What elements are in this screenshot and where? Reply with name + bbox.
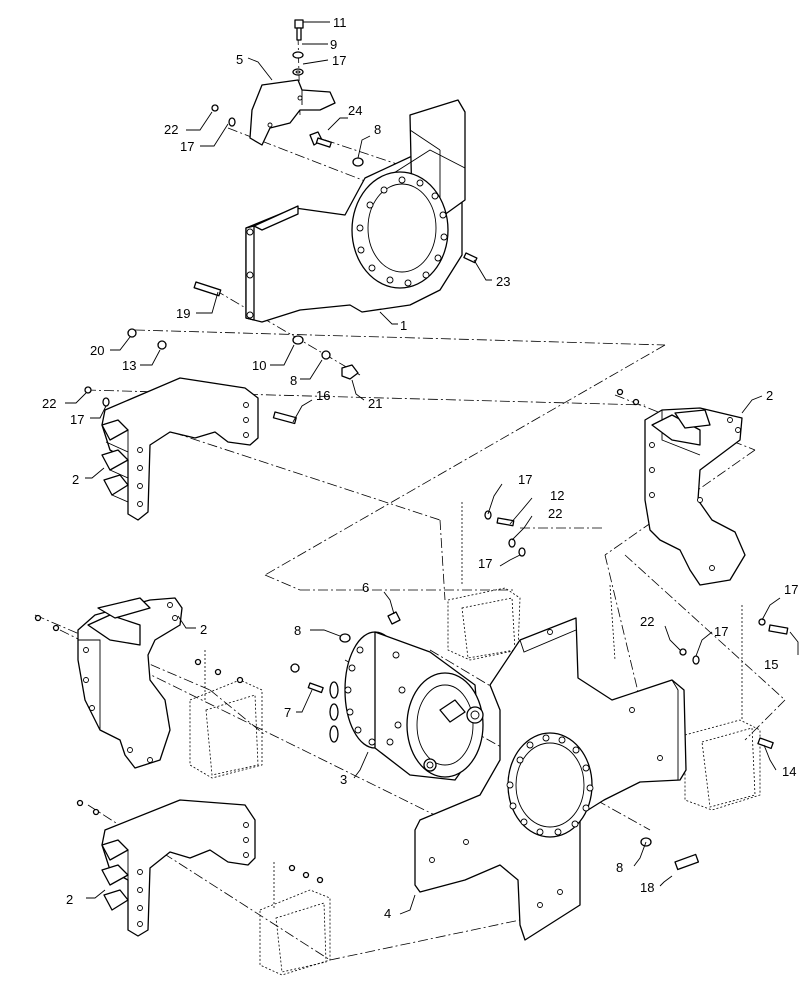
callout-17: 17 [70, 412, 84, 427]
callout-7: 7 [284, 705, 291, 720]
callout-2: 2 [200, 622, 207, 637]
phantom-hardware [194, 510, 789, 884]
leader-lines [65, 21, 799, 915]
side-bracket-lower-left [76, 799, 256, 937]
hardware-middle [127, 281, 359, 380]
callout-17: 17 [332, 53, 346, 68]
callout-16: 16 [316, 388, 330, 403]
callout-22: 22 [640, 614, 654, 629]
callout-2: 2 [72, 472, 79, 487]
drive-plate [414, 617, 700, 941]
callout-11: 11 [333, 15, 347, 30]
callout-1: 1 [400, 318, 407, 333]
callout-8: 8 [616, 860, 623, 875]
callout-5: 5 [236, 52, 243, 67]
callout-23: 23 [496, 274, 510, 289]
side-bracket-upper-right [616, 388, 746, 586]
callout-6: 6 [362, 580, 369, 595]
callout-8: 8 [374, 122, 381, 137]
callout-20: 20 [90, 343, 104, 358]
callout-3: 3 [340, 772, 347, 787]
callout-22: 22 [548, 506, 562, 521]
callout-17: 17 [784, 582, 798, 597]
bolt-stack-top [292, 19, 304, 76]
callout-13: 13 [122, 358, 136, 373]
callout-12: 12 [550, 488, 564, 503]
callout-8: 8 [294, 623, 301, 638]
callout-2: 2 [66, 892, 73, 907]
callout-10: 10 [252, 358, 266, 373]
callout-17: 17 [518, 472, 532, 487]
motor-mount-bracket [245, 99, 466, 323]
cover-bracket [249, 79, 336, 146]
side-bracket-middle-left [34, 597, 183, 769]
side-bracket-upper-left [84, 377, 297, 521]
callout-17: 17 [478, 556, 492, 571]
callout-17: 17 [180, 139, 194, 154]
callout-19: 19 [176, 306, 190, 321]
callout-2: 2 [766, 388, 773, 403]
callout-9: 9 [330, 37, 337, 52]
callout-14: 14 [782, 764, 796, 779]
callout-8: 8 [290, 373, 297, 388]
hardware-top [211, 104, 478, 264]
callout-22: 22 [42, 396, 56, 411]
callout-15: 15 [764, 657, 778, 672]
callout-22: 22 [164, 122, 178, 137]
callout-17: 17 [714, 624, 728, 639]
callout-labels: 11 9 17 5 24 8 22 17 23 19 1 20 13 10 8 … [42, 15, 798, 921]
callout-21: 21 [368, 396, 382, 411]
callout-4: 4 [384, 906, 391, 921]
callout-24: 24 [348, 103, 362, 118]
hydraulic-motor [290, 611, 484, 781]
callout-18: 18 [640, 880, 654, 895]
